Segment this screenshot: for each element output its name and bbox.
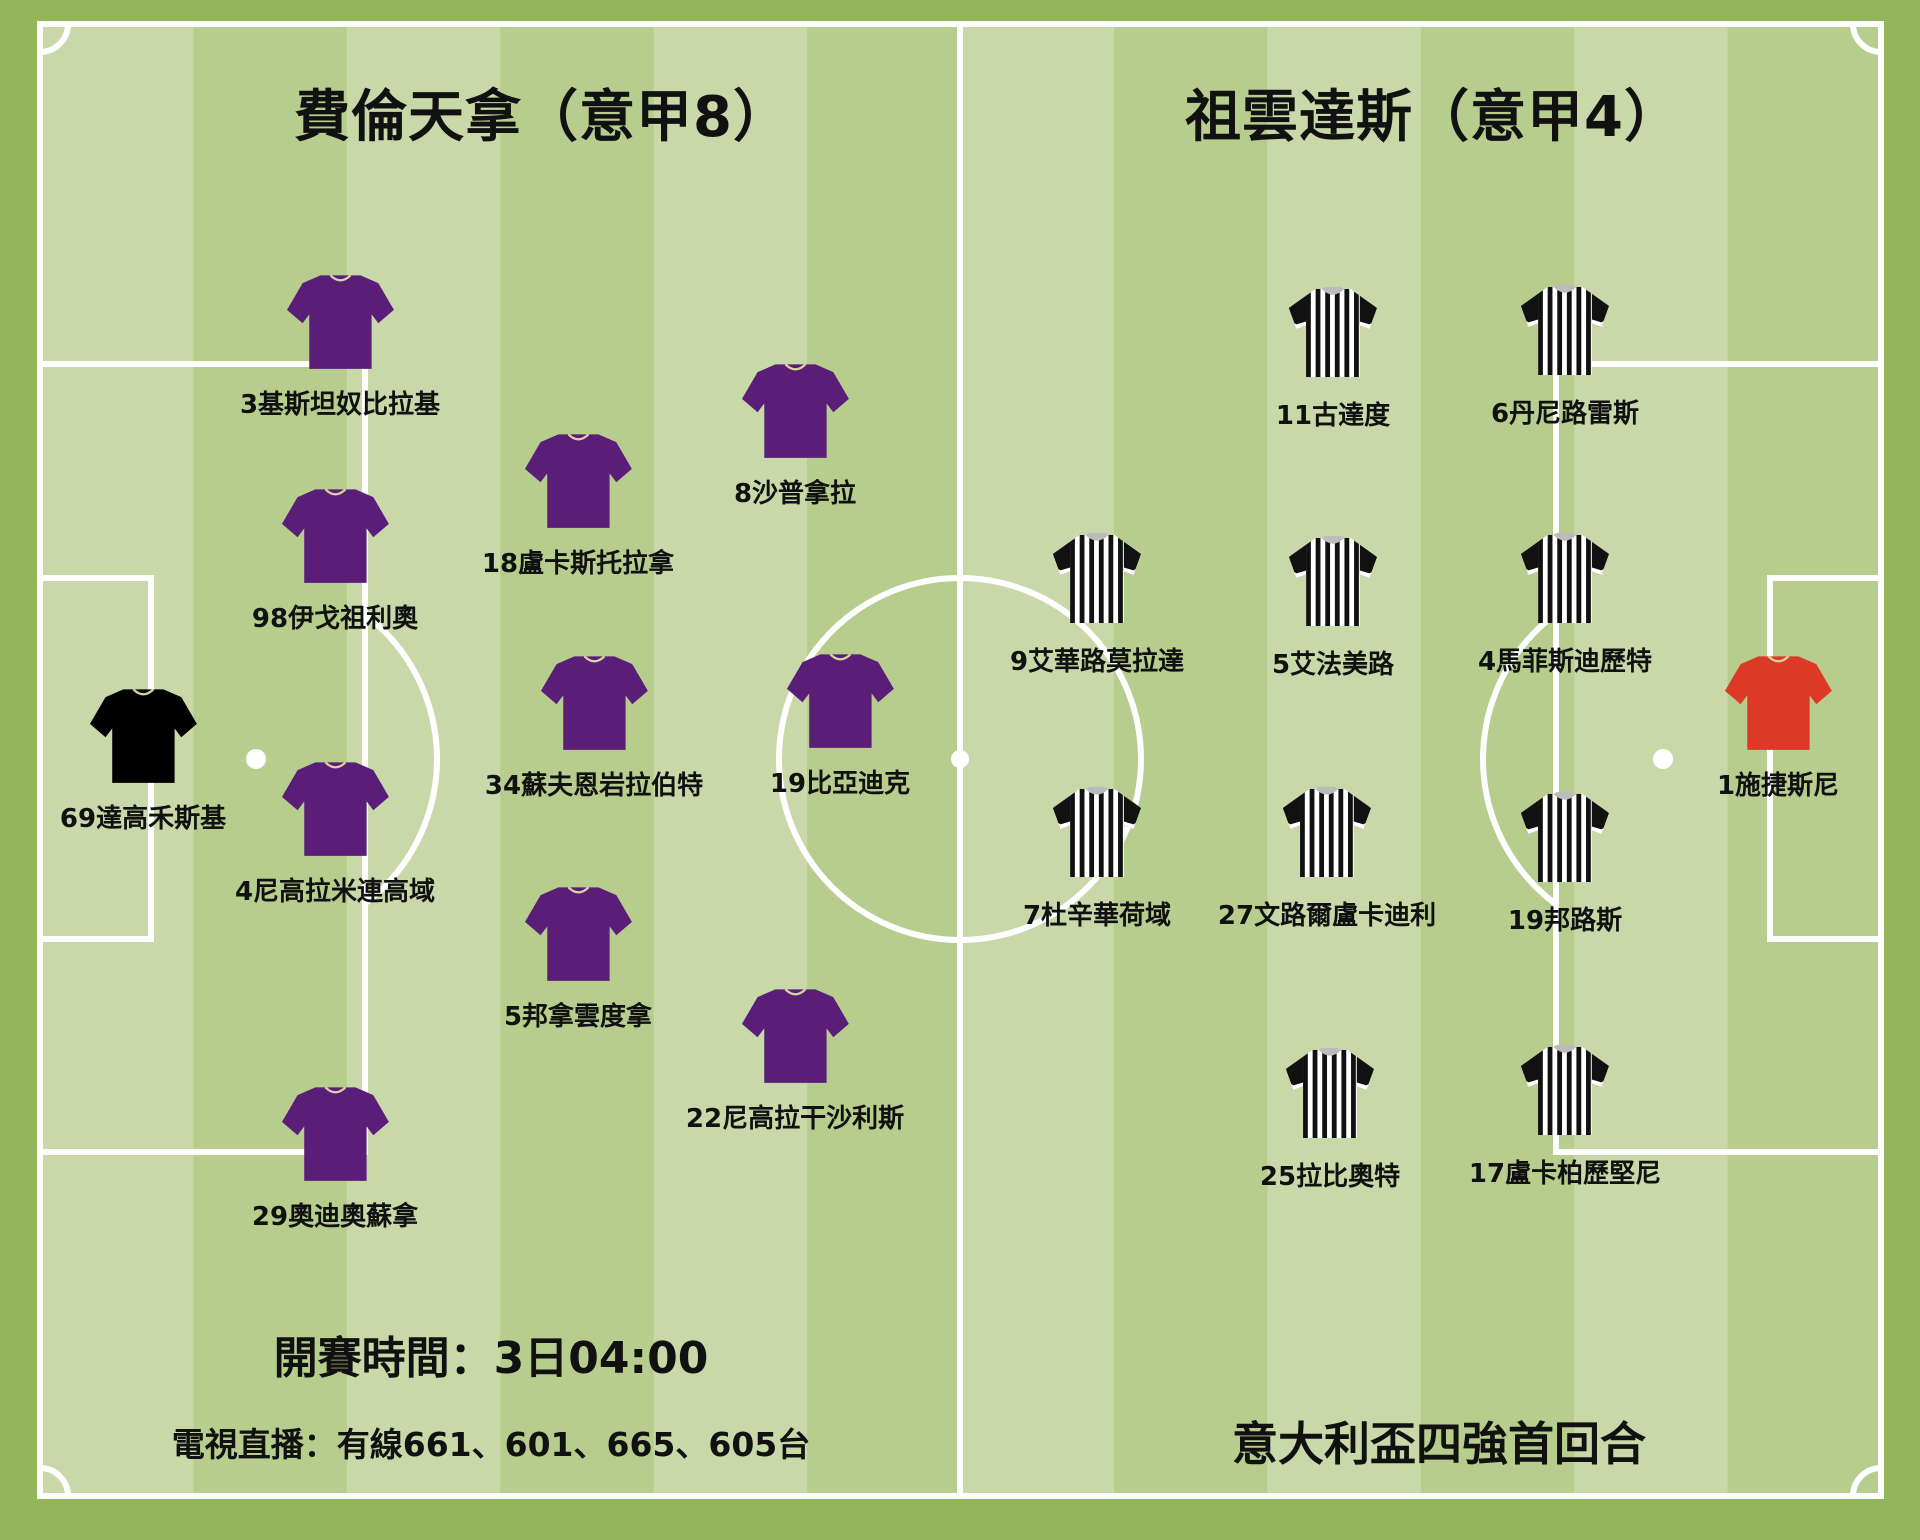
center-spot (951, 750, 969, 768)
corner-arc (39, 1465, 71, 1497)
away-player: 17盧卡柏歷堅尼 (1469, 1043, 1661, 1190)
player-name: 1施捷斯尼 (1716, 771, 1840, 801)
shirt-icon (741, 988, 849, 1083)
left-penalty-arc (365, 610, 440, 908)
pitch-stripe (807, 24, 961, 1496)
away-player: 5艾法美路 (1272, 534, 1394, 681)
shirt-icon (741, 363, 849, 458)
home-player: 98伊戈祖利奧 (252, 486, 418, 635)
away-player-goalkeeper: 1施捷斯尼 (1717, 653, 1839, 802)
shirt-icon (286, 274, 394, 369)
pitch-stripe (500, 24, 655, 1496)
right-penalty-spot (1653, 749, 1673, 769)
player-name: 27文路爾盧卡迪利 (1217, 901, 1437, 931)
home-player: 18盧卡斯托拉拿 (482, 431, 674, 580)
striped-shirt-icon (1520, 1044, 1610, 1136)
player-name: 18盧卡斯托拉拿 (481, 549, 675, 579)
center-circle (776, 575, 1144, 943)
home-team-title: 費倫天拿（意甲8） (294, 85, 790, 150)
home-player: 4尼高拉米連高域 (235, 759, 435, 908)
pitch-stripe (1420, 24, 1575, 1496)
home-player: 34蘇夫恩岩拉伯特 (485, 653, 703, 802)
shirt-icon (89, 688, 197, 783)
pitch-stripe (193, 24, 348, 1496)
player-name: 29奧迪奧蘇拿 (251, 1202, 419, 1232)
player-name: 8沙普拿拉 (733, 479, 857, 509)
pitch-stripe (1113, 24, 1268, 1496)
striped-shirt-icon (1520, 284, 1610, 376)
away-player: 7杜辛華荷域 (1023, 785, 1171, 932)
away-player: 27文路爾盧卡迪利 (1218, 785, 1436, 932)
striped-shirt-icon (1288, 535, 1378, 627)
pitch-stripe (960, 24, 1115, 1496)
shirt-icon (786, 653, 894, 748)
kickoff-time: 開賽時間：3日04:00 (273, 1333, 709, 1384)
player-name: 34蘇夫恩岩拉伯特 (484, 771, 704, 801)
away-player: 6丹尼路雷斯 (1491, 283, 1639, 430)
away-player: 25拉比奧特 (1260, 1046, 1400, 1193)
pitch-stripes (40, 24, 1881, 1496)
pitch-stripe (346, 24, 501, 1496)
tv-channels: 電視直播：有線661、601、665、605台 (171, 1425, 811, 1464)
right-goal-box (1767, 575, 1884, 942)
pitch-stripe (1727, 24, 1881, 1496)
player-name: 6丹尼路雷斯 (1490, 399, 1640, 429)
striped-shirt-icon (1520, 791, 1610, 883)
player-name: 98伊戈祖利奧 (251, 604, 419, 634)
player-name: 3基斯坦奴比拉基 (239, 390, 441, 420)
home-player: 3基斯坦奴比拉基 (240, 272, 440, 421)
away-player: 4馬菲斯迪歷特 (1478, 531, 1652, 678)
player-name: 17盧卡柏歷堅尼 (1468, 1159, 1662, 1189)
player-name: 7杜辛華荷域 (1022, 901, 1172, 931)
pitch-stripe (1574, 24, 1729, 1496)
striped-shirt-icon (1282, 786, 1372, 878)
pitch-stripe (1267, 24, 1422, 1496)
home-player: 19比亞迪克 (770, 651, 910, 800)
striped-shirt-icon (1520, 532, 1610, 624)
striped-shirt-icon (1052, 532, 1142, 624)
striped-shirt-icon (1288, 286, 1378, 378)
corner-arc (39, 23, 71, 55)
shirt-icon (281, 761, 389, 856)
player-name: 69達高禾斯基 (59, 804, 227, 834)
away-team-title: 祖雲達斯（意甲4） (1185, 85, 1681, 150)
right-penalty-arc (1480, 610, 1555, 908)
player-name: 4馬菲斯迪歷特 (1477, 647, 1653, 677)
player-name: 5邦拿雲度拿 (503, 1002, 653, 1032)
shirt-icon (281, 488, 389, 583)
away-player: 11古達度 (1276, 285, 1390, 432)
away-player: 9艾華路莫拉達 (1010, 531, 1184, 678)
shirt-icon (524, 886, 632, 981)
corner-arc (1850, 23, 1882, 55)
home-player: 22尼高拉干沙利斯 (686, 986, 904, 1135)
player-name: 11古達度 (1275, 401, 1391, 431)
player-name: 9艾華路莫拉達 (1009, 647, 1185, 677)
home-player: 8沙普拿拉 (734, 361, 856, 510)
corner-arc (1850, 1465, 1882, 1497)
shirt-icon (281, 1086, 389, 1181)
away-player: 19邦路斯 (1508, 790, 1622, 937)
shirt-icon (1724, 655, 1832, 750)
player-name: 22尼高拉干沙利斯 (685, 1104, 905, 1134)
striped-shirt-icon (1052, 786, 1142, 878)
player-name: 19比亞迪克 (769, 769, 911, 799)
left-penalty-spot (246, 749, 266, 769)
home-player: 29奧迪奧蘇拿 (252, 1084, 418, 1233)
player-name: 25拉比奧特 (1259, 1162, 1401, 1192)
striped-shirt-icon (1285, 1047, 1375, 1139)
competition-label: 意大利盃四強首回合 (1232, 1417, 1646, 1471)
player-name: 5艾法美路 (1271, 650, 1395, 680)
shirt-icon (540, 655, 648, 750)
home-player: 5邦拿雲度拿 (504, 884, 652, 1033)
home-player-goalkeeper: 69達高禾斯基 (60, 686, 226, 835)
player-name: 19邦路斯 (1507, 906, 1623, 936)
shirt-icon (524, 433, 632, 528)
player-name: 4尼高拉米連高域 (234, 877, 436, 907)
